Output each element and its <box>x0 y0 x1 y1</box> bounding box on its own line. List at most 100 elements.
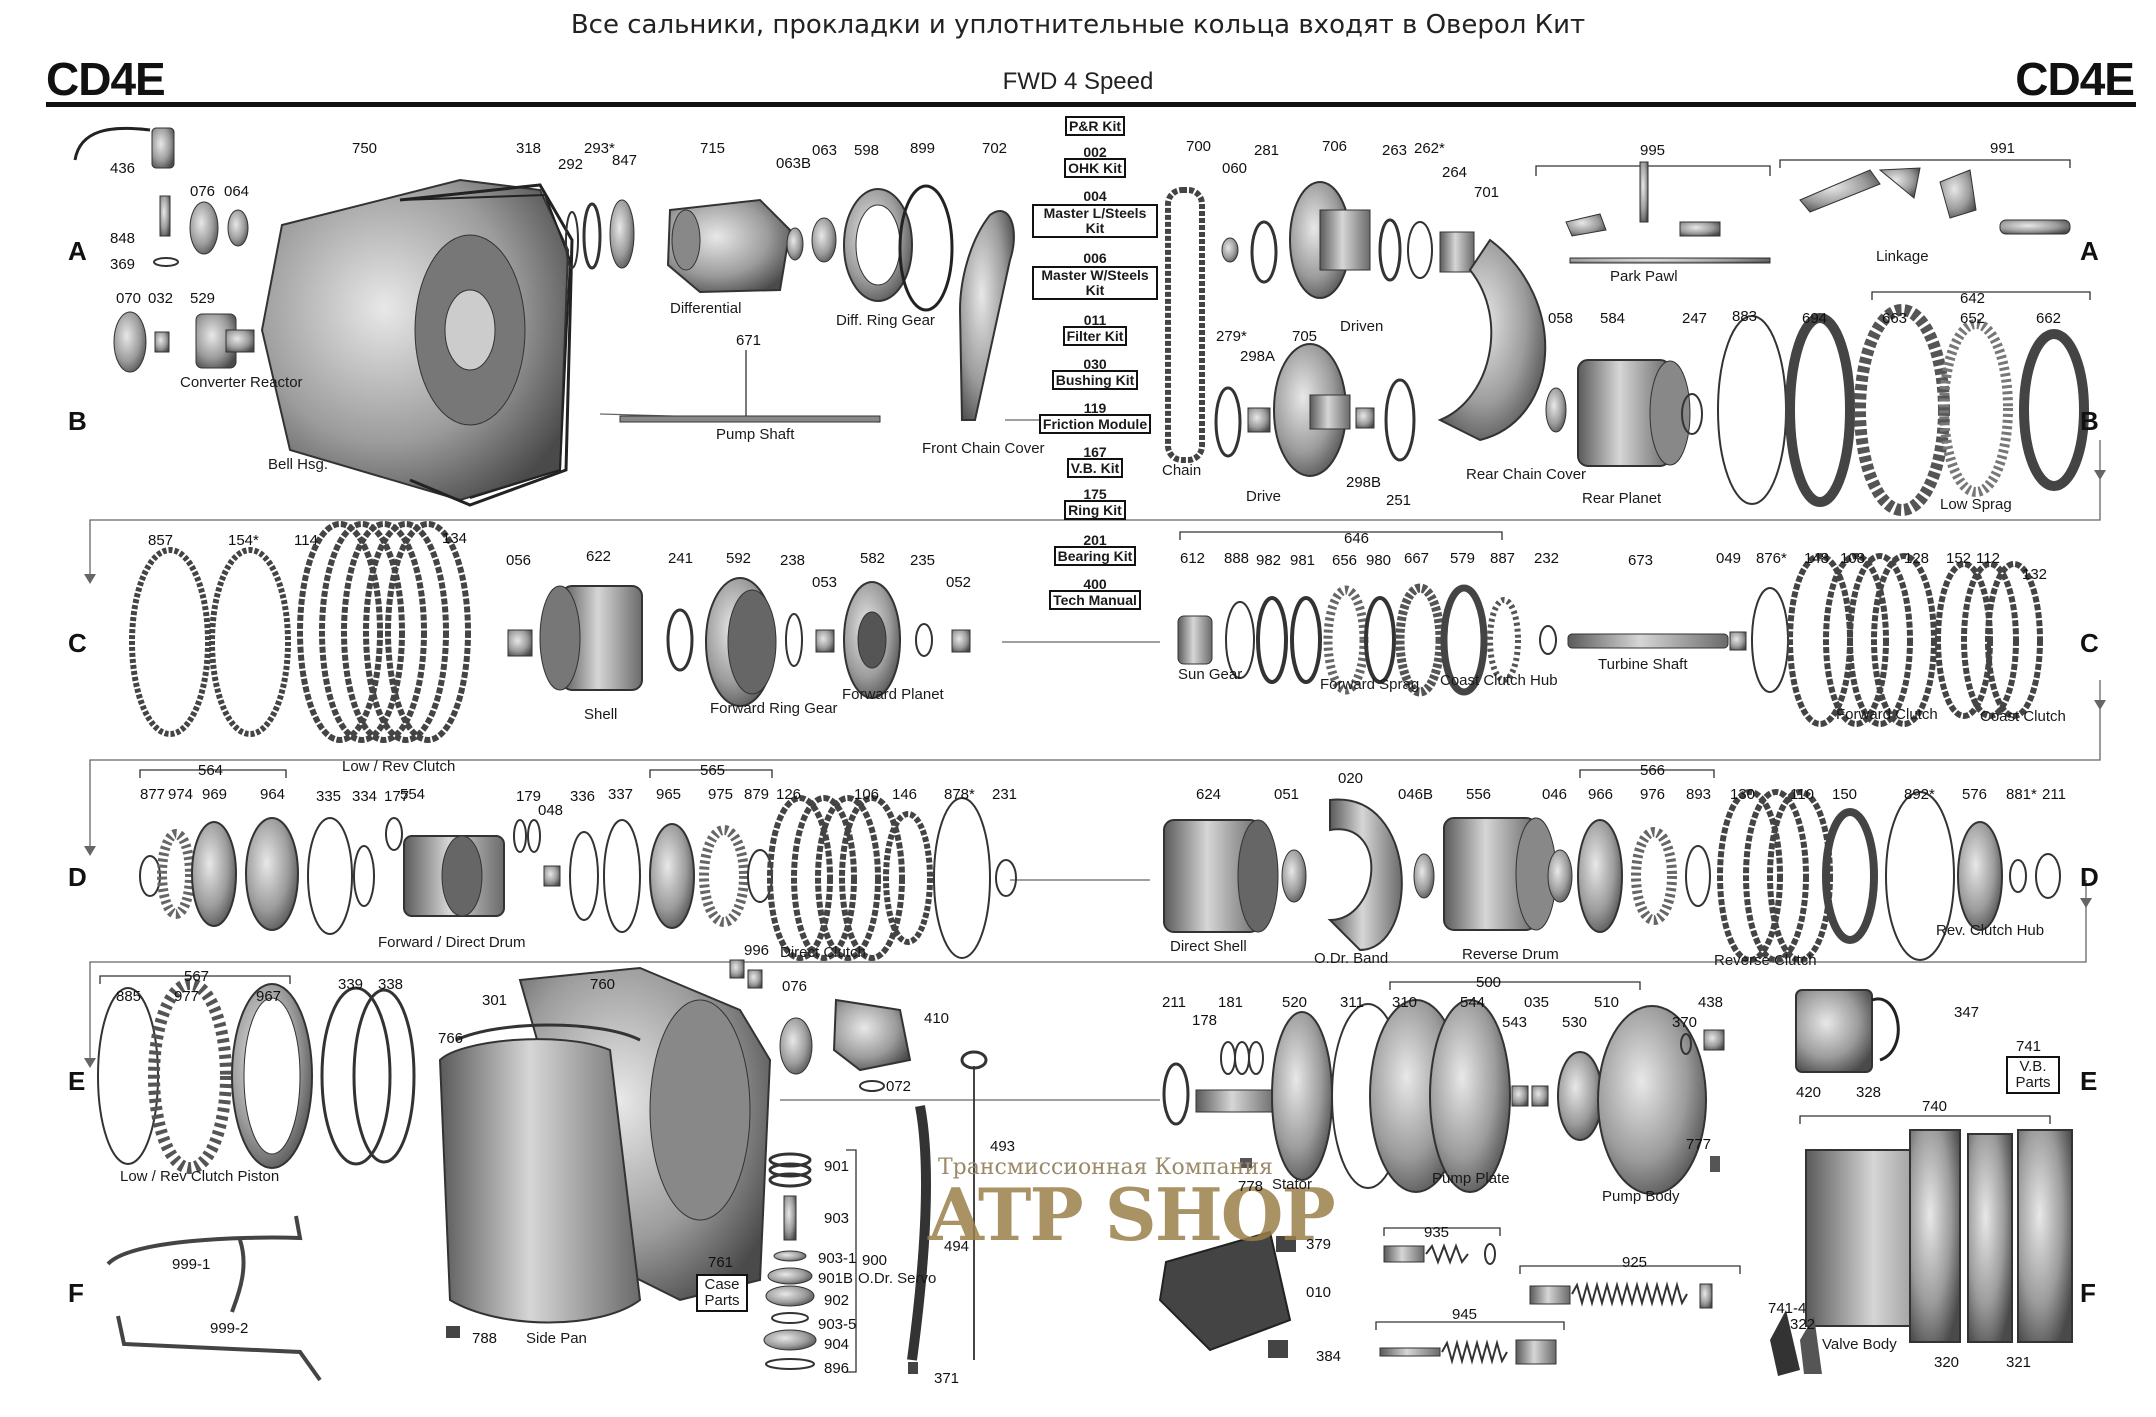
part-number-label: 310 <box>1392 994 1418 1011</box>
part-number-label: 063B <box>776 155 812 172</box>
part-number-label: 662 <box>2036 310 2062 327</box>
part-number-label: 179 <box>516 788 542 805</box>
part-number-label: 673 <box>1628 552 1654 569</box>
filter-010 <box>1158 1230 1292 1352</box>
part-number-label: 321 <box>2006 1354 2032 1371</box>
part-number-label: 847 <box>612 152 638 169</box>
spring-945 <box>1379 1339 1557 1365</box>
side-pan <box>438 1038 642 1324</box>
part-number-label: 582 <box>860 550 886 567</box>
part-number-label: 334 <box>352 788 378 805</box>
part-number-label: 652 <box>1960 310 1986 327</box>
part-number-label: 903-5 <box>818 1316 857 1333</box>
valve-body <box>1805 1129 2073 1343</box>
differential <box>666 198 792 294</box>
row-letter-a-left: A <box>68 236 87 266</box>
part-name-label: Pump Plate <box>1432 1170 1510 1187</box>
part-number-label: 935 <box>1424 1224 1450 1241</box>
linkage-parts <box>1799 167 2071 235</box>
part-name-label: Valve Body <box>1822 1336 1897 1353</box>
forward-direct-drum <box>403 835 505 917</box>
part-number-label: 777 <box>1686 1136 1712 1153</box>
part-number-label: 760 <box>590 976 616 993</box>
part-number-label: 369 <box>110 256 136 273</box>
part-number-label: 148 <box>1804 550 1830 567</box>
part-number-label: 311 <box>1340 994 1364 1011</box>
part-number-label: 154* <box>228 532 259 549</box>
part-number-label: 554 <box>400 786 426 803</box>
row-letter-b-left: B <box>68 406 87 436</box>
part-number-label: 053 <box>812 574 838 591</box>
diff-ring-gear <box>843 188 913 302</box>
part-number-label: 108 <box>1840 550 1866 567</box>
part-number-label: 379 <box>1306 1236 1332 1253</box>
part-number-label: 885 <box>116 988 142 1005</box>
direct-clutch-pack <box>767 795 905 961</box>
part-number-label: 064 <box>224 183 250 200</box>
part-name-label: Stator <box>1272 1176 1313 1193</box>
forward-clutch-pack <box>1787 553 1937 727</box>
part-name-label: Turbine Shaft <box>1598 656 1688 673</box>
part-number-label: 238 <box>780 552 806 569</box>
part-number-label: 110 <box>1790 786 1814 803</box>
part-number-label: 995 <box>1640 142 1666 159</box>
part-number-label: 964 <box>260 786 286 803</box>
low-rev-clutch-pack <box>297 521 471 743</box>
part-number-label: 420 <box>1796 1084 1822 1101</box>
part-name-label: Diff. Ring Gear <box>836 312 935 329</box>
spring-935 <box>1383 1243 1496 1265</box>
part-number-label: 741 <box>2016 1038 2042 1055</box>
part-number-label: 977 <box>174 988 200 1005</box>
driven-sprocket <box>1289 181 1371 299</box>
part-number-label: 438 <box>1698 994 1724 1011</box>
part-number-label: 251 <box>1386 492 1412 509</box>
row-letter-c-left: C <box>68 628 87 658</box>
part-number-label: 298A <box>1240 348 1276 365</box>
part-number-label: 500 <box>1476 974 1502 991</box>
part-number-label: 336 <box>570 788 596 805</box>
model-title-right: CD4E <box>2015 53 2135 105</box>
part-number-label: 347 <box>1954 1004 1980 1021</box>
part-name-label: Rev. Clutch Hub <box>1936 922 2045 939</box>
gasket-318 <box>399 183 574 507</box>
rear-chain-cover <box>1437 238 1547 442</box>
flow-arrowheads <box>84 470 2106 1068</box>
part-name-label: Low / Rev Clutch Piston <box>120 1168 280 1185</box>
part-number-label: 247 <box>1682 310 1708 327</box>
part-number-label: 337 <box>608 786 634 803</box>
part-number-label: 232 <box>1534 550 1560 567</box>
part-number-label: 544 <box>1460 994 1486 1011</box>
part-number-label: 967 <box>256 988 282 1005</box>
part-number-label: 052 <box>946 574 972 591</box>
part-number-label: 945 <box>1452 1306 1478 1323</box>
header-rule <box>46 102 2136 107</box>
part-number-label: 584 <box>1600 310 1626 327</box>
pump-shaft <box>619 415 881 423</box>
part-number-label: 128 <box>1904 550 1930 567</box>
part-number-label: 072 <box>886 1078 912 1095</box>
forward-ring-gear <box>705 577 777 707</box>
part-number-label: 056 <box>506 552 532 569</box>
part-number-label: 010 <box>1306 1284 1332 1301</box>
part-number-label: 656 <box>1332 552 1358 569</box>
part-number-label: 530 <box>1562 1014 1588 1031</box>
part-name-label: Forward / Direct Drum <box>378 934 526 951</box>
part-name-label: Forward Planet <box>842 686 944 703</box>
part-number-label: 700 <box>1186 138 1212 155</box>
accumulator-springs-181 <box>1220 1041 1264 1075</box>
row-letter-d-left: D <box>68 862 87 892</box>
part-number-label: 701 <box>1474 184 1500 201</box>
part-number-label: 020 <box>1338 770 1364 787</box>
part-number-label: 152 <box>1946 550 1972 567</box>
part-number-label: 974 <box>168 786 194 803</box>
part-name-label: Bell Hsg. <box>268 456 329 473</box>
part-name-label: Forward Sprag <box>1320 676 1420 693</box>
part-number-label: 328 <box>1856 1084 1882 1101</box>
manual-lever-sensor-410 <box>832 998 912 1072</box>
part-number-label: 896 <box>824 1360 850 1377</box>
shell-622 <box>539 585 643 691</box>
part-number-label: 901 <box>824 1158 850 1175</box>
bracket-999-1 <box>106 1215 303 1313</box>
